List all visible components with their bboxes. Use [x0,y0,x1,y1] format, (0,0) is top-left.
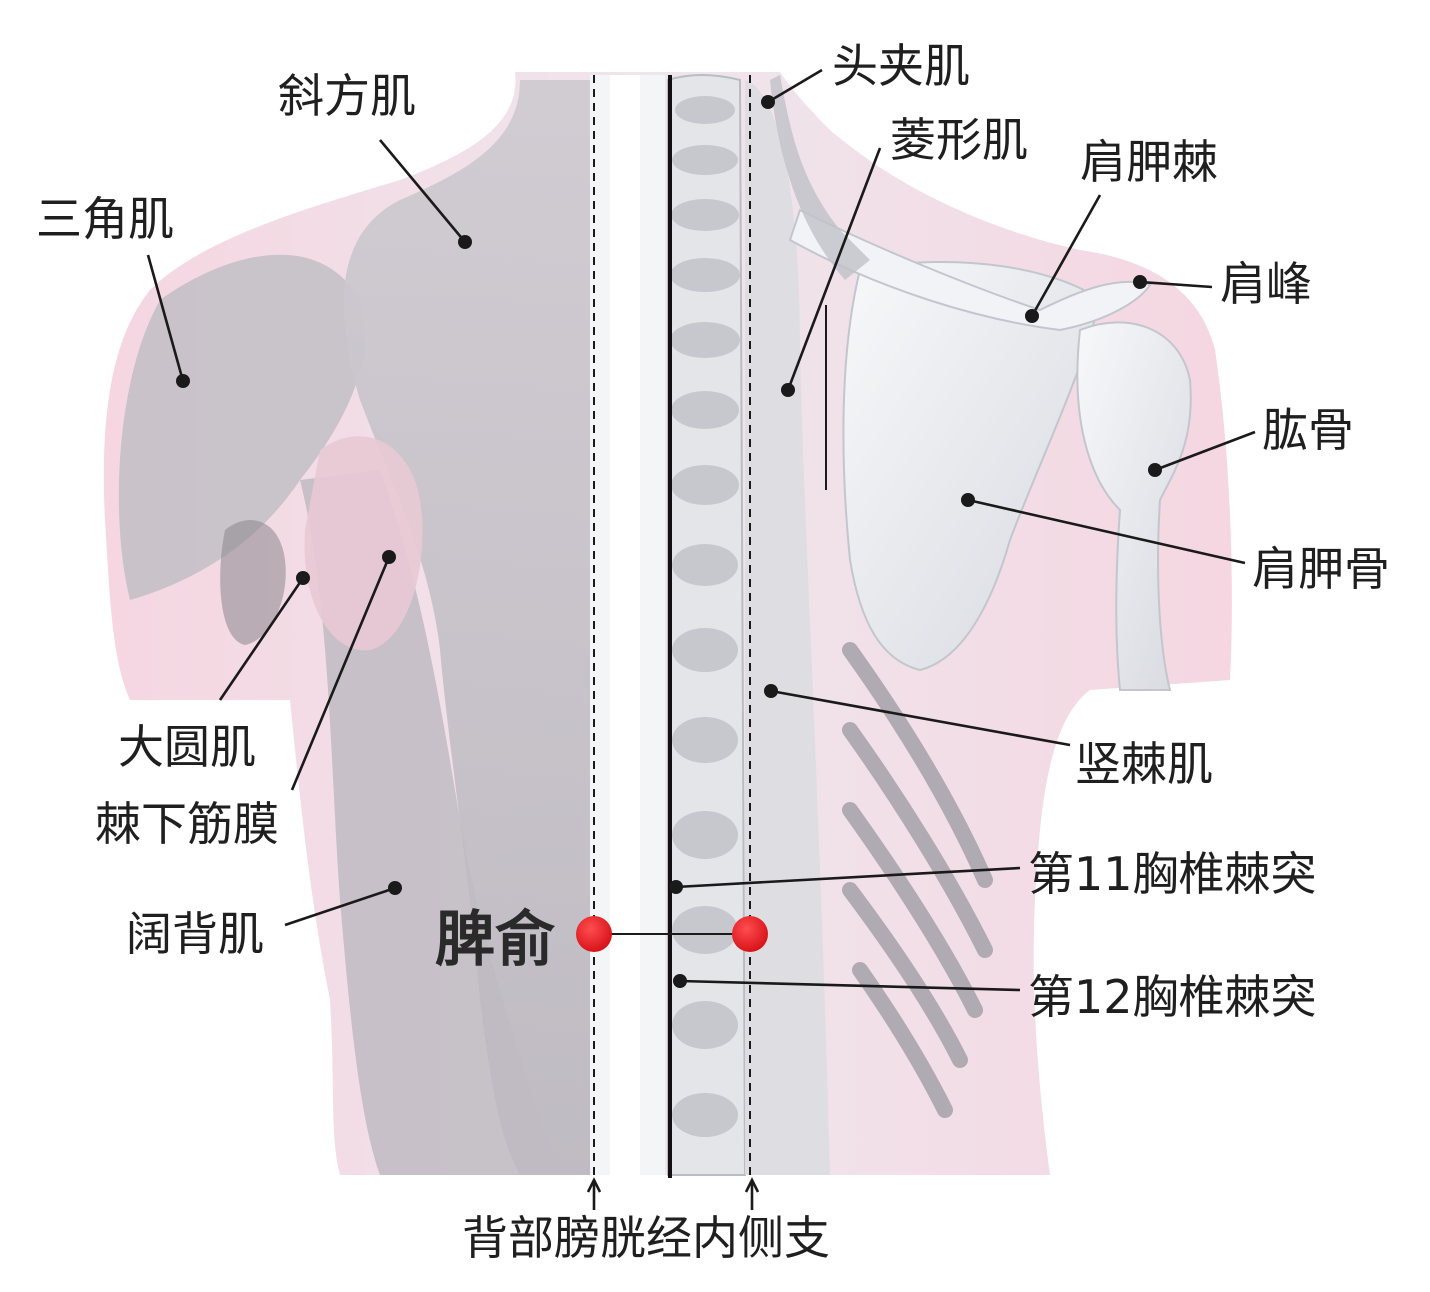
label-t12-spinous: 第12胸椎棘突 [1028,970,1317,1024]
label-teres-major: 大圆肌 [118,720,256,774]
label-humerus: 肱骨 [1262,403,1354,457]
acupoint-markers [576,916,768,952]
meridian-lines [593,75,827,1178]
label-acupoint: 脾俞 [435,905,556,975]
label-meridian: 背部膀胱经内侧支 [462,1211,830,1265]
label-acromion: 肩峰 [1220,257,1312,311]
acupoint-right-dot [732,916,768,952]
label-scapular-spine: 肩胛棘 [1080,135,1218,189]
label-erector-spinae: 竖棘肌 [1075,737,1213,791]
label-splenius: 头夹肌 [832,39,970,93]
label-rhomboid: 菱形肌 [890,113,1028,167]
torso-illustration [103,72,1232,1176]
label-t11-spinous: 第11胸椎棘突 [1028,847,1317,901]
leader-lines [146,68,1256,1210]
label-scapula: 肩胛骨 [1252,542,1390,596]
label-deltoid: 三角肌 [36,192,174,246]
acupoint-left-dot [576,916,612,952]
label-trapezius: 斜方肌 [278,69,416,123]
label-infraspinous-fascia: 棘下筋膜 [95,797,279,851]
labels: 头夹肌 斜方肌 菱形肌 肩胛棘 三角肌 肩峰 肱骨 肩胛骨 大圆肌 棘下筋膜 竖… [36,39,1390,1265]
label-latissimus: 阔背肌 [126,907,264,961]
